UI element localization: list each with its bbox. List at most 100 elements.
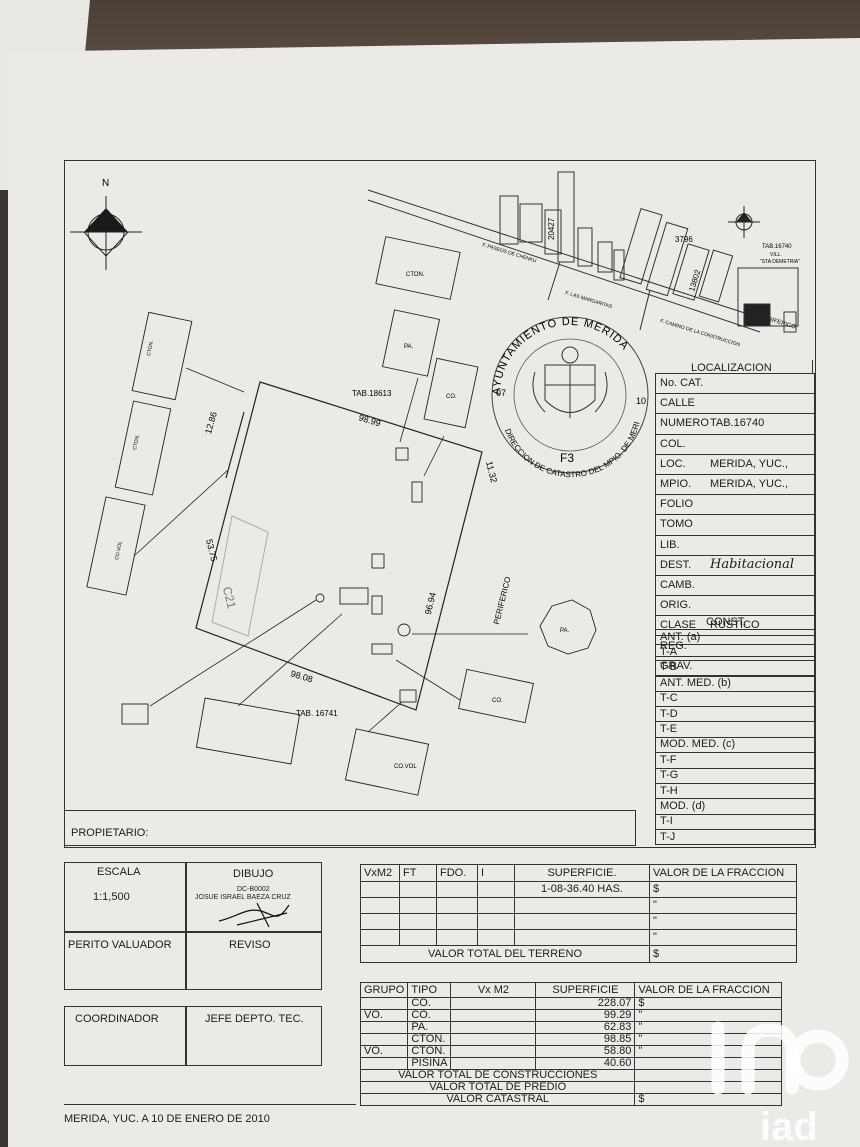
localizacion-cell: No. CAT. [655, 372, 815, 395]
terreno-cell [514, 913, 650, 930]
north-label: N [102, 178, 109, 189]
tab-16741-label: TAB. 16741 [296, 709, 338, 718]
const-row: T-D [655, 705, 815, 723]
localizacion-row: COL. [655, 433, 815, 455]
const-row: T-A [655, 644, 815, 661]
coat-of-arms-icon [532, 346, 608, 418]
localizacion-cell: CAMB. [655, 574, 815, 597]
terreno-cell [360, 929, 400, 946]
dim-right: 96.94 [423, 591, 438, 615]
const-title: CONST. [706, 616, 747, 628]
localizacion-label: LOC. [660, 457, 686, 470]
cton-label-3: CTON. [132, 434, 141, 450]
construccion-grupo: VO. [359, 1009, 409, 1022]
terreno-cell [436, 897, 478, 914]
construccion-superficie: 99.29 [535, 1009, 636, 1022]
construccion-tipo: CTON. [407, 1033, 452, 1046]
cton-label-2: CTON. [146, 340, 155, 356]
dim-right-upper: 11.32 [484, 460, 499, 484]
terreno-cell [436, 881, 478, 898]
terreno-h-vxm2: VxM2 [360, 864, 400, 882]
pa-label-1: PA. [404, 344, 414, 350]
localizacion-row: FOLIO [655, 494, 815, 516]
terreno-cell [360, 881, 400, 898]
small-north-arrow-icon [728, 206, 760, 238]
construccion-tipo: PISINA [407, 1057, 452, 1070]
const-label: ANT. (a) [655, 628, 815, 646]
propietario-box: PROPIETARIO: [64, 810, 636, 846]
terreno-h-valor: VALOR DE LA FRACCION [649, 864, 797, 882]
terreno-cell [477, 929, 515, 946]
construccion-superficie: 62.83 [535, 1021, 636, 1034]
coordinador-label: COORDINADOR [75, 1013, 159, 1025]
localizacion-title-box: LOCALIZACION [655, 360, 813, 374]
constr-h-superficie: SUPERFICIE [535, 982, 636, 998]
jefe-box: JEFE DEPTO. TEC. [186, 1006, 322, 1066]
localizacion-cell: DEST.Habitacional [655, 554, 815, 576]
const-label: T-I [655, 813, 815, 831]
construccion-total-value: $ [634, 1093, 783, 1106]
constr-h-tipo: TIPO [407, 982, 452, 998]
const-row: MOD. MED. (c) [655, 736, 815, 754]
localizacion-cell: NUMEROTAB.16740 [655, 413, 815, 435]
terreno-cell [477, 913, 515, 930]
const-label: T-B [655, 659, 815, 677]
localizacion-cell: FOLIO [655, 494, 815, 516]
pa-label-2: PA. [560, 628, 570, 634]
const-label: T-G [655, 767, 815, 784]
north-arrow-icon: N [70, 178, 142, 270]
localizacion-label: TOMO [660, 518, 693, 531]
map-frame [64, 160, 816, 848]
construccion-vxm2 [450, 1009, 537, 1022]
road-lots [499, 171, 799, 333]
construccion-tipo: CO. [407, 997, 452, 1010]
cton-label-1: CTON. [406, 272, 425, 278]
road-lines [367, 189, 761, 333]
construccion-superficie: 98.85 [535, 1033, 636, 1046]
const-row: T-F [655, 752, 815, 769]
const-row: T-I [655, 813, 815, 831]
terreno-total-label: VALOR TOTAL DEL TERRENO [360, 945, 650, 963]
detail-boxes [86, 236, 597, 796]
localizacion-row: CAMB. [655, 574, 815, 597]
localizacion-label: DEST. [660, 559, 692, 572]
localizacion-row: DEST.Habitacional [655, 554, 815, 576]
terreno-cell [436, 913, 478, 930]
construccion-superficie: 58.80 [535, 1045, 636, 1058]
signature-mark [218, 902, 290, 928]
construccion-vxm2 [450, 1021, 537, 1034]
construccion-tipo: PA. [407, 1021, 452, 1034]
coordinador-box: COORDINADOR [64, 1006, 186, 1066]
fecha-box: MERIDA, YUC. A 10 DE ENERO DE 2010 [64, 1104, 356, 1130]
localizacion-label: ORIG. [660, 599, 692, 612]
construccion-vxm2 [450, 997, 537, 1010]
terreno-valor-2: " [649, 913, 797, 930]
localizacion-label: CLASE [660, 619, 697, 632]
dim-left-upper: 12.86 [203, 411, 219, 435]
construccion-superficie: 228.07 [535, 997, 636, 1010]
localizacion-label: LIB. [660, 538, 680, 551]
terreno-valor-0: $ [649, 881, 797, 898]
localizacion-row: MPIO.MERIDA, YUC., [655, 473, 815, 496]
vill-label: VILL. [770, 252, 782, 258]
localizacion-cell: MPIO.MERIDA, YUC., [655, 473, 815, 496]
parcel-buildings [315, 447, 423, 703]
construccion-superficie: 40.60 [535, 1057, 636, 1070]
escala-label: ESCALA [97, 866, 141, 878]
localizacion-row: CALLE [655, 393, 815, 415]
terreno-cell [360, 897, 400, 914]
terreno-h-superficie: SUPERFICIE. [514, 864, 650, 882]
localizacion-cell: LOC.MERIDA, YUC., [655, 453, 815, 475]
localizacion-row: NUMEROTAB.16740 [655, 413, 815, 435]
co-vol-label-2: CO.VOL [394, 764, 417, 770]
sta-demetria-label: "STA DEMETRIA" [760, 259, 800, 265]
localizacion-value: TAB.16740 [710, 417, 765, 430]
terreno-cell [514, 897, 650, 914]
const-label: MOD. MED. (c) [655, 736, 815, 754]
localizacion-cell: COL. [655, 433, 815, 455]
escala-value: 1:1,500 [93, 891, 130, 903]
const-row: T-H [655, 782, 815, 800]
localizacion-label: No. CAT. [660, 377, 704, 390]
terreno-total-value: $ [649, 945, 797, 963]
parcel-outline [195, 381, 483, 711]
